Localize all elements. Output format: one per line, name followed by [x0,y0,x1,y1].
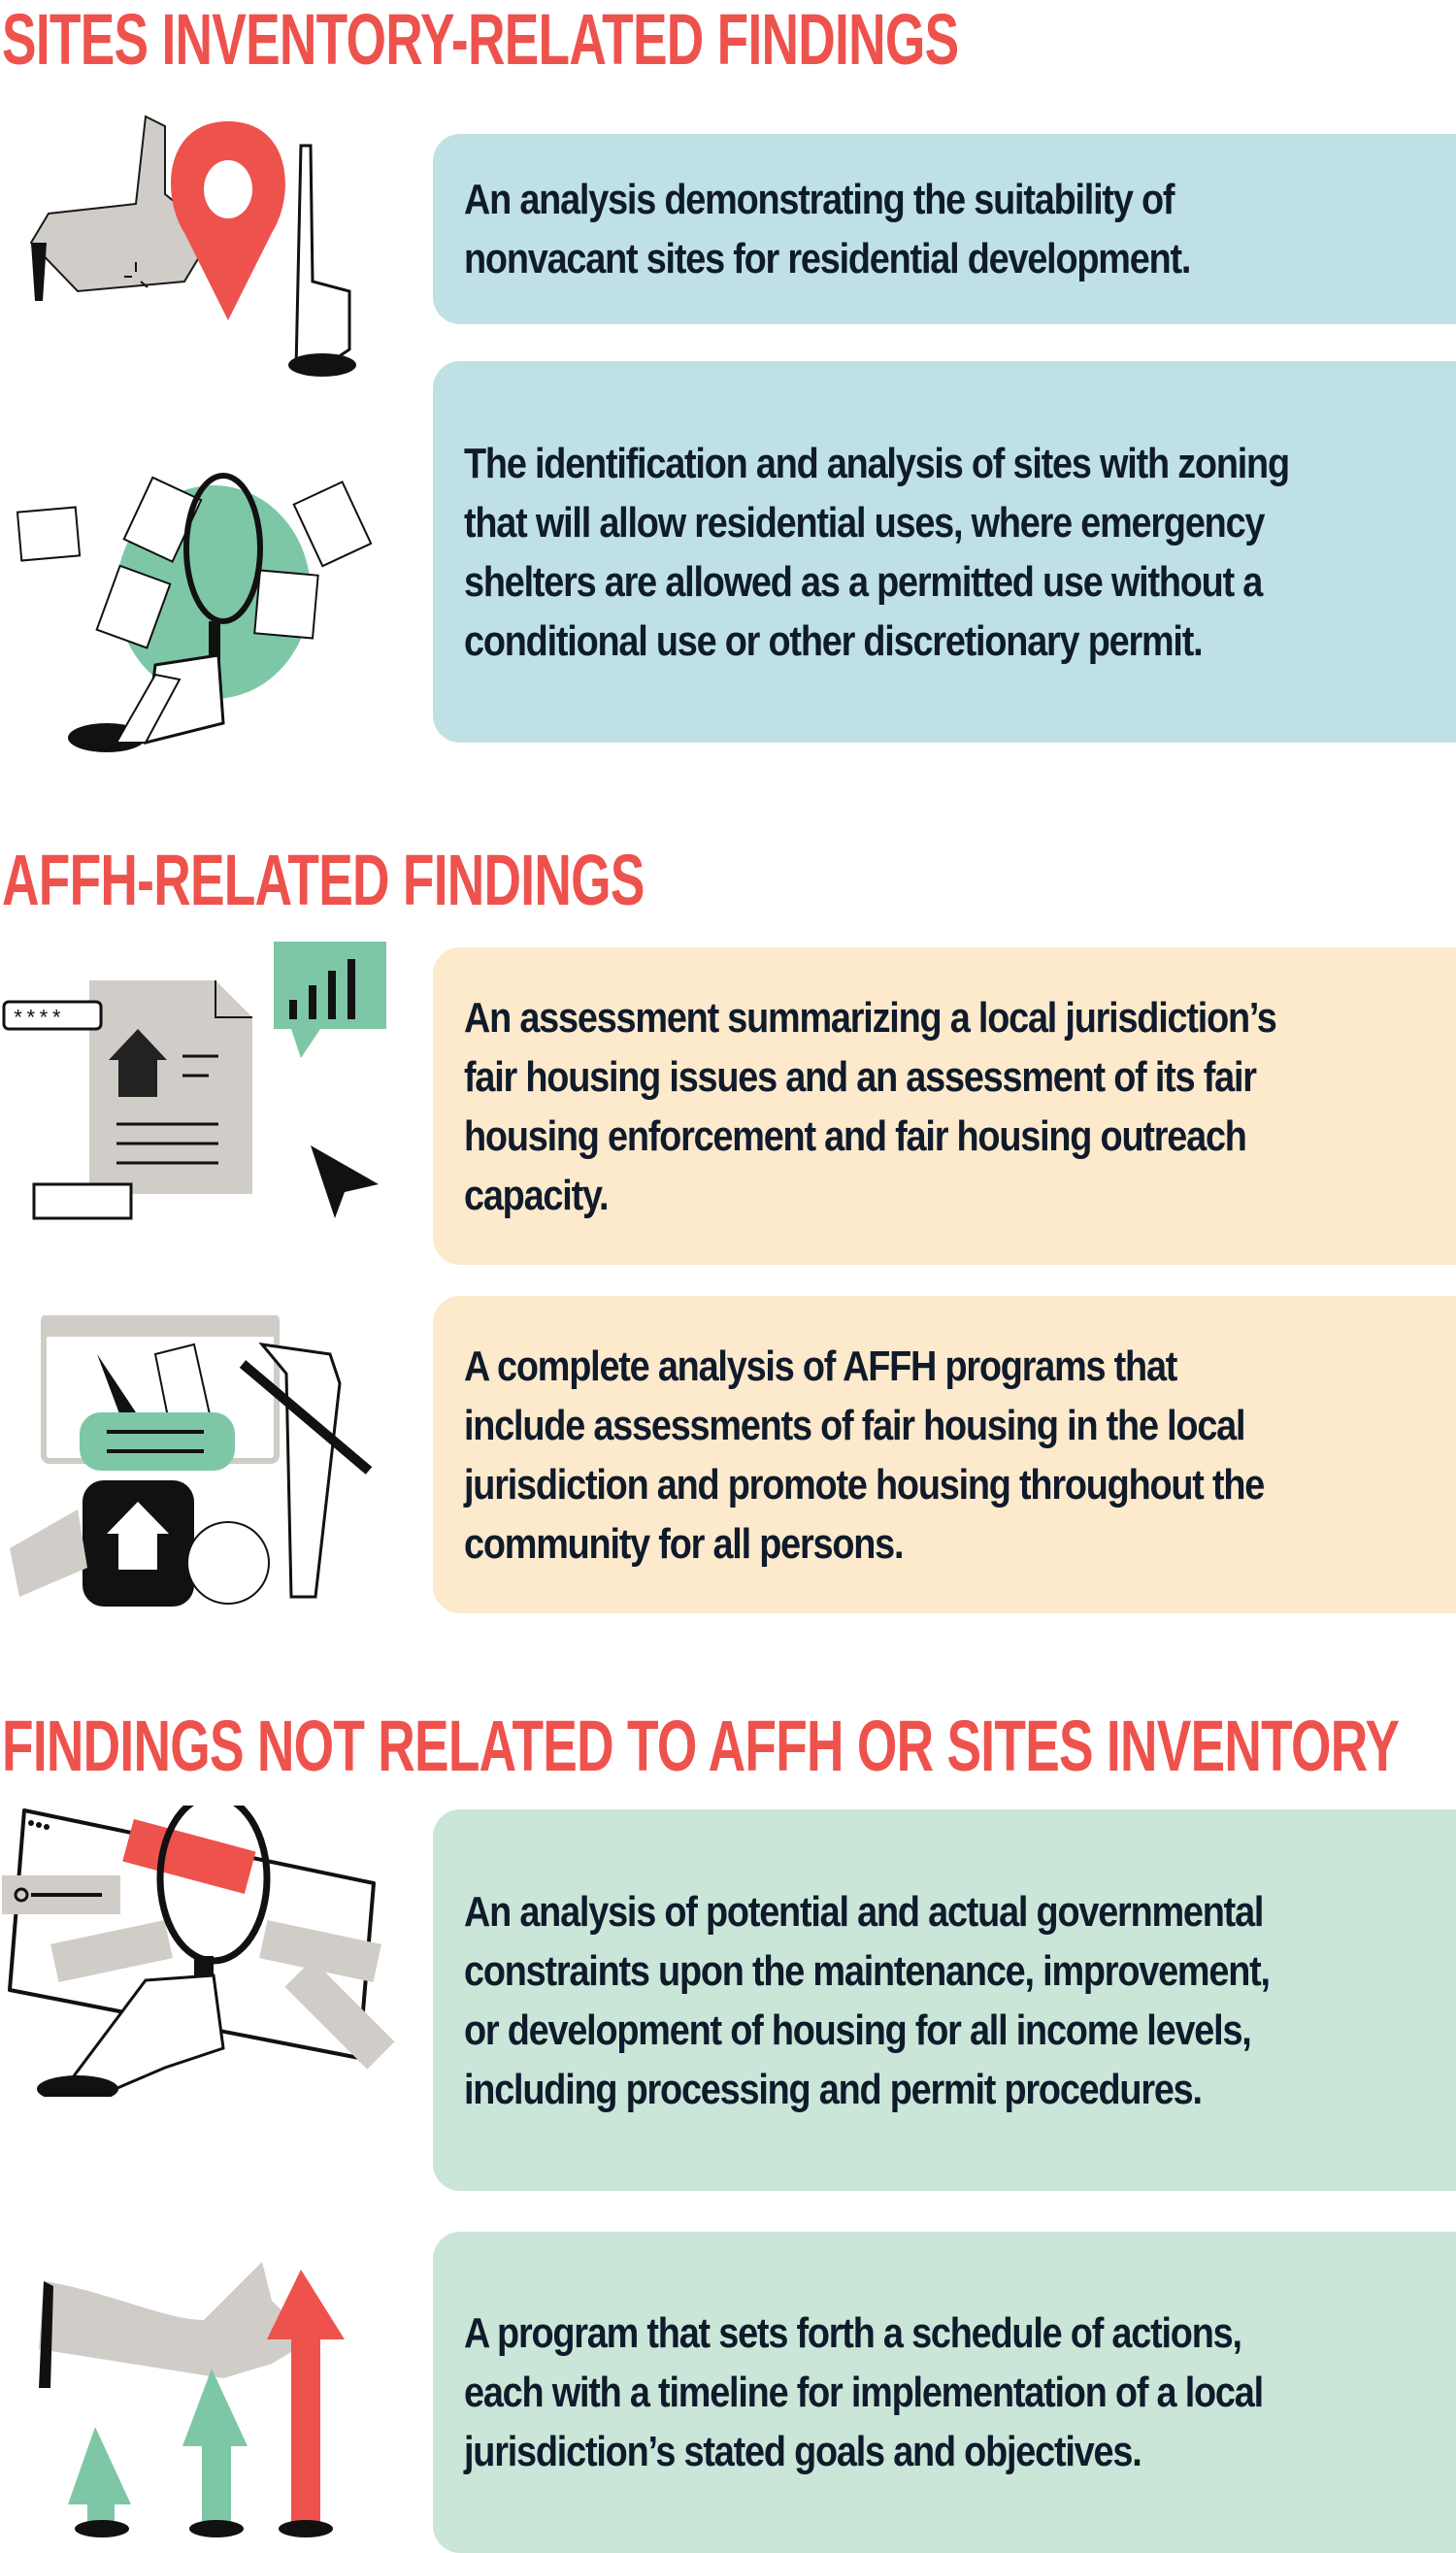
finding-card: An assessment summarizing a local jurisd… [433,947,1456,1265]
section-heading-not-related: Findings Not Related to AFFH or Sites In… [2,1706,1400,1786]
finding-text: A complete analysis of AFFH programs tha… [464,1342,1265,1568]
finding-card: The identification and analysis of sites… [433,361,1456,743]
magnifying-glass-documents-icon [10,432,379,757]
rising-arrows-hand-icon [10,2242,388,2548]
hand-location-pin-thumbs-up-icon [19,97,388,393]
finding-text: An analysis demonstrating the suitabilit… [464,176,1191,282]
finding-card: A program that sets forth a schedule of … [433,2232,1456,2553]
finding-card: A complete analysis of AFFH programs tha… [433,1296,1456,1613]
section-heading-affh: AFFH-Related Findings [2,840,645,920]
finding-text: An assessment summarizing a local jurisd… [464,993,1277,1219]
magnifier-browser-form-fields-icon [0,1792,398,2103]
finding-card: An analysis of potential and actual gove… [433,1809,1456,2191]
finding-text: A program that sets forth a schedule of … [464,2309,1264,2475]
finding-text: The identification and analysis of sites… [464,439,1290,665]
section-heading-sites-inventory: Sites Inventory-Related Findings [2,0,959,80]
browser-house-hand-pen-icon [10,1312,379,1621]
finding-card: An analysis demonstrating the suitabilit… [433,134,1456,324]
document-house-chart-cursor-icon: **** [0,942,388,1238]
svg-text:****: **** [12,1008,63,1032]
finding-text: An analysis of potential and actual gove… [464,1887,1271,2113]
